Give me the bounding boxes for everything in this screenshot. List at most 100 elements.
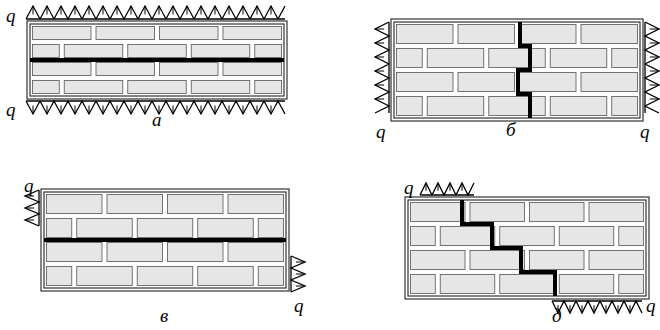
brick bbox=[47, 267, 72, 286]
load-tick bbox=[271, 6, 272, 14]
brick bbox=[470, 251, 525, 270]
brick bbox=[198, 219, 254, 238]
brick bbox=[440, 275, 495, 294]
brick bbox=[255, 81, 282, 94]
brick bbox=[397, 97, 423, 116]
brick bbox=[228, 243, 284, 262]
load-symbol: q bbox=[376, 122, 386, 141]
load-tick bbox=[630, 305, 631, 313]
brick bbox=[33, 45, 60, 58]
load-baseline bbox=[26, 18, 285, 19]
brick bbox=[581, 25, 638, 44]
brick bbox=[107, 195, 163, 214]
brick bbox=[520, 73, 577, 92]
wall-inner-border bbox=[394, 22, 640, 118]
load-tick bbox=[25, 208, 34, 209]
brick bbox=[33, 27, 92, 40]
load-tick bbox=[462, 183, 463, 191]
brick bbox=[223, 63, 282, 76]
brick bbox=[550, 49, 607, 68]
load-tick bbox=[375, 57, 384, 58]
load-tick bbox=[173, 106, 174, 114]
load-tick bbox=[618, 305, 619, 313]
load-tick bbox=[25, 220, 34, 221]
brick bbox=[559, 227, 614, 246]
brick bbox=[470, 203, 525, 222]
brick bbox=[530, 251, 585, 270]
load-baseline bbox=[420, 194, 474, 195]
load-tick bbox=[450, 183, 451, 191]
brick bbox=[47, 243, 103, 262]
shear-crack-line bbox=[518, 22, 530, 118]
brick bbox=[589, 203, 644, 222]
brick bbox=[77, 267, 133, 286]
brick bbox=[137, 267, 193, 286]
load-tick bbox=[159, 6, 160, 14]
load-tick bbox=[650, 71, 659, 72]
distributed-load-q bbox=[552, 301, 642, 313]
shear-crack-line bbox=[30, 58, 284, 62]
brick bbox=[581, 73, 638, 92]
load-tick bbox=[438, 183, 439, 191]
brick bbox=[427, 49, 484, 68]
brick bbox=[191, 81, 250, 94]
load-tick bbox=[47, 6, 48, 14]
load-tick bbox=[582, 305, 583, 313]
load-tick bbox=[375, 85, 384, 86]
load-tick bbox=[375, 99, 384, 100]
load-symbol: q bbox=[6, 6, 16, 25]
panel-letter: б bbox=[506, 120, 516, 139]
panel-letter: в bbox=[160, 306, 168, 325]
brick bbox=[128, 81, 187, 94]
brick bbox=[258, 219, 283, 238]
load-tick bbox=[75, 106, 76, 114]
brick bbox=[559, 275, 614, 294]
panel-letter: а bbox=[152, 110, 162, 129]
load-tick bbox=[145, 106, 146, 114]
brick bbox=[128, 45, 187, 58]
load-tick bbox=[271, 106, 272, 114]
load-tick bbox=[229, 6, 230, 14]
load-symbol: q bbox=[24, 176, 34, 195]
wall-outer-border bbox=[391, 19, 643, 121]
brick bbox=[440, 227, 495, 246]
load-tick bbox=[89, 106, 90, 114]
brick bbox=[489, 97, 546, 116]
load-tick bbox=[296, 262, 305, 263]
wall-inner-border bbox=[408, 200, 646, 296]
load-tick bbox=[201, 6, 202, 14]
load-baseline bbox=[26, 100, 285, 101]
load-tick bbox=[173, 6, 174, 14]
load-tick bbox=[375, 29, 384, 30]
brick bbox=[411, 275, 436, 294]
brick bbox=[500, 275, 555, 294]
load-tick bbox=[243, 106, 244, 114]
distributed-load-q bbox=[291, 256, 305, 292]
load-tick bbox=[145, 6, 146, 14]
brick bbox=[96, 63, 155, 76]
load-symbol: q bbox=[294, 296, 304, 315]
brick bbox=[458, 73, 515, 92]
load-tick bbox=[103, 106, 104, 114]
brick bbox=[64, 81, 123, 94]
load-tick bbox=[570, 305, 571, 313]
brick bbox=[612, 97, 638, 116]
brick bbox=[198, 267, 254, 286]
brick bbox=[160, 63, 219, 76]
load-tick bbox=[426, 183, 427, 191]
load-tick bbox=[117, 6, 118, 14]
load-tick bbox=[650, 57, 659, 58]
brick bbox=[550, 97, 607, 116]
brick bbox=[500, 227, 555, 246]
load-tick bbox=[201, 106, 202, 114]
wall-outer-border bbox=[405, 197, 649, 299]
brick bbox=[619, 275, 644, 294]
distributed-load-q bbox=[25, 190, 39, 226]
load-tick bbox=[375, 71, 384, 72]
brick bbox=[397, 73, 454, 92]
load-baseline bbox=[38, 190, 39, 226]
distributed-load-q bbox=[420, 183, 474, 195]
load-tick bbox=[25, 196, 34, 197]
